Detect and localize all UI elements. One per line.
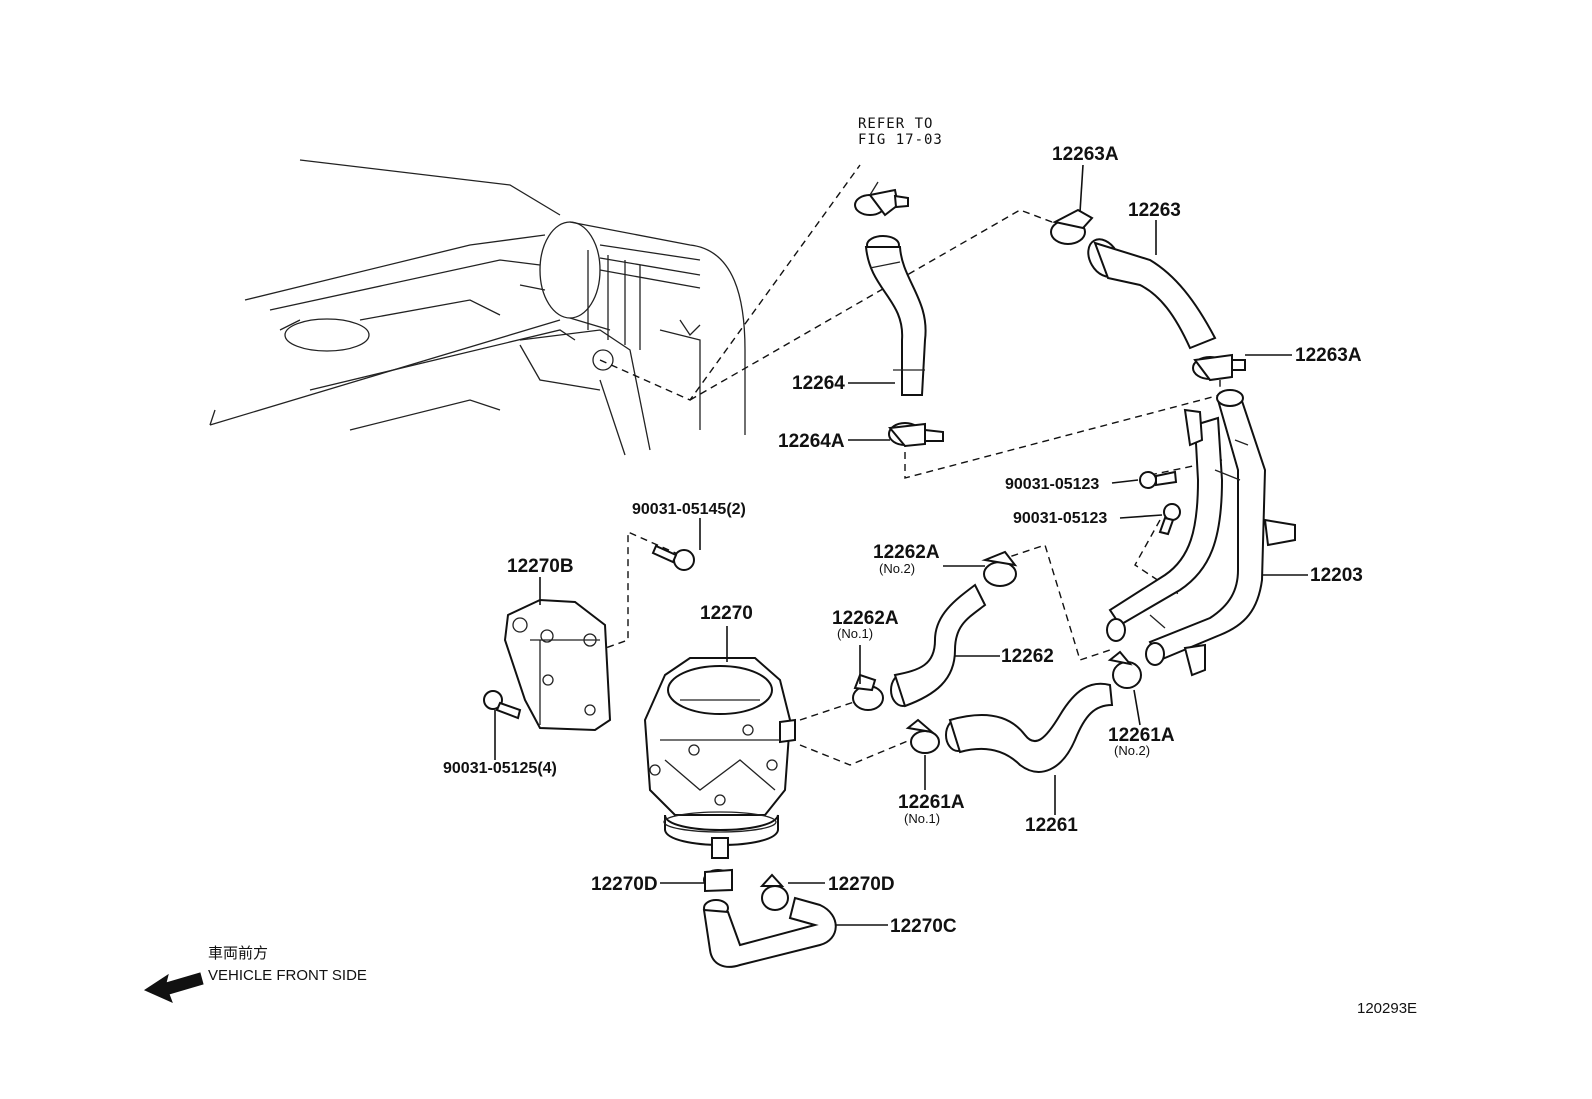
dashed-connections <box>599 164 1223 766</box>
callout-12270B[interactable]: 12270B <box>507 556 574 577</box>
clamp-12263A-top[interactable] <box>1050 208 1094 245</box>
bolt-90031-05125[interactable] <box>483 690 522 720</box>
clamp-12261A-no2[interactable] <box>1107 650 1142 689</box>
callout-12262A-no1-sub: (No.1) <box>837 626 873 641</box>
hose-12264[interactable] <box>864 235 927 396</box>
clamp-12263A-right[interactable] <box>1192 353 1246 382</box>
callout-12262[interactable]: 12262 <box>1001 646 1054 667</box>
callout-90031-05123-b[interactable]: 90031-05123 <box>1013 510 1107 527</box>
callout-12261[interactable]: 12261 <box>1025 815 1078 836</box>
callout-90031-05145[interactable]: 90031-05145(2) <box>632 501 746 518</box>
callout-12270D-right[interactable]: 12270D <box>828 874 895 895</box>
callout-12262A-no1[interactable]: 12262A <box>832 608 899 629</box>
callout-12263A-top[interactable]: 12263A <box>1052 144 1119 165</box>
leader-lines <box>494 164 1308 926</box>
figure-id: 120293E <box>1357 1000 1417 1017</box>
refer-note-line1: REFER TO <box>858 116 933 132</box>
callout-12270D-left[interactable]: 12270D <box>591 874 658 895</box>
callout-12262A-no2-sub: (No.2) <box>879 561 915 576</box>
clamp-12262A-no2[interactable] <box>981 550 1018 587</box>
callout-12261A-no1[interactable]: 12261A <box>898 792 965 813</box>
callout-12262A-no2[interactable]: 12262A <box>873 542 940 563</box>
callout-12264A[interactable]: 12264A <box>778 431 845 452</box>
hose-12262[interactable] <box>890 583 987 708</box>
front-arrow-icon <box>143 972 204 1003</box>
direction-label-jp: 車両前方 <box>208 945 268 962</box>
callout-12263[interactable]: 12263 <box>1128 200 1181 221</box>
clamp-top-refer[interactable] <box>854 181 909 217</box>
clamp-12262A-no1[interactable] <box>852 673 884 711</box>
hose-12270C[interactable] <box>702 896 837 968</box>
callout-12270[interactable]: 12270 <box>700 603 753 624</box>
hose-12261[interactable] <box>945 682 1114 773</box>
bracket-12270B[interactable] <box>503 598 612 732</box>
callout-12263A-right[interactable]: 12263A <box>1295 345 1362 366</box>
bolt-90031-05145[interactable] <box>651 544 695 571</box>
clamp-12270D-right[interactable] <box>759 873 789 911</box>
callout-12261A-no2-sub: (No.2) <box>1114 743 1150 758</box>
air-pump-12270[interactable] <box>643 657 796 859</box>
callout-12264[interactable]: 12264 <box>792 373 845 394</box>
callout-90031-05125[interactable]: 90031-05125(4) <box>443 760 557 777</box>
callout-12261A-no1-sub: (No.1) <box>904 811 940 826</box>
hose-12263[interactable] <box>1082 234 1217 350</box>
bolt-90031-05123-a[interactable] <box>1139 470 1178 489</box>
refer-note-line2: FIG 17-03 <box>858 132 943 148</box>
pipe-12203[interactable] <box>1106 389 1296 677</box>
bolt-90031-05123-b[interactable] <box>1158 503 1181 536</box>
callout-90031-05123-a[interactable]: 90031-05123 <box>1005 476 1099 493</box>
callout-12203[interactable]: 12203 <box>1310 565 1363 586</box>
callout-12270C[interactable]: 12270C <box>890 916 957 937</box>
callout-12261A-no2[interactable]: 12261A <box>1108 725 1175 746</box>
clamp-12264A[interactable] <box>888 422 944 448</box>
clamp-12261A-no1[interactable] <box>905 718 940 754</box>
direction-label-en: VEHICLE FRONT SIDE <box>208 967 367 984</box>
clamp-12270D-left[interactable] <box>703 868 733 893</box>
engine-outline <box>209 159 746 456</box>
